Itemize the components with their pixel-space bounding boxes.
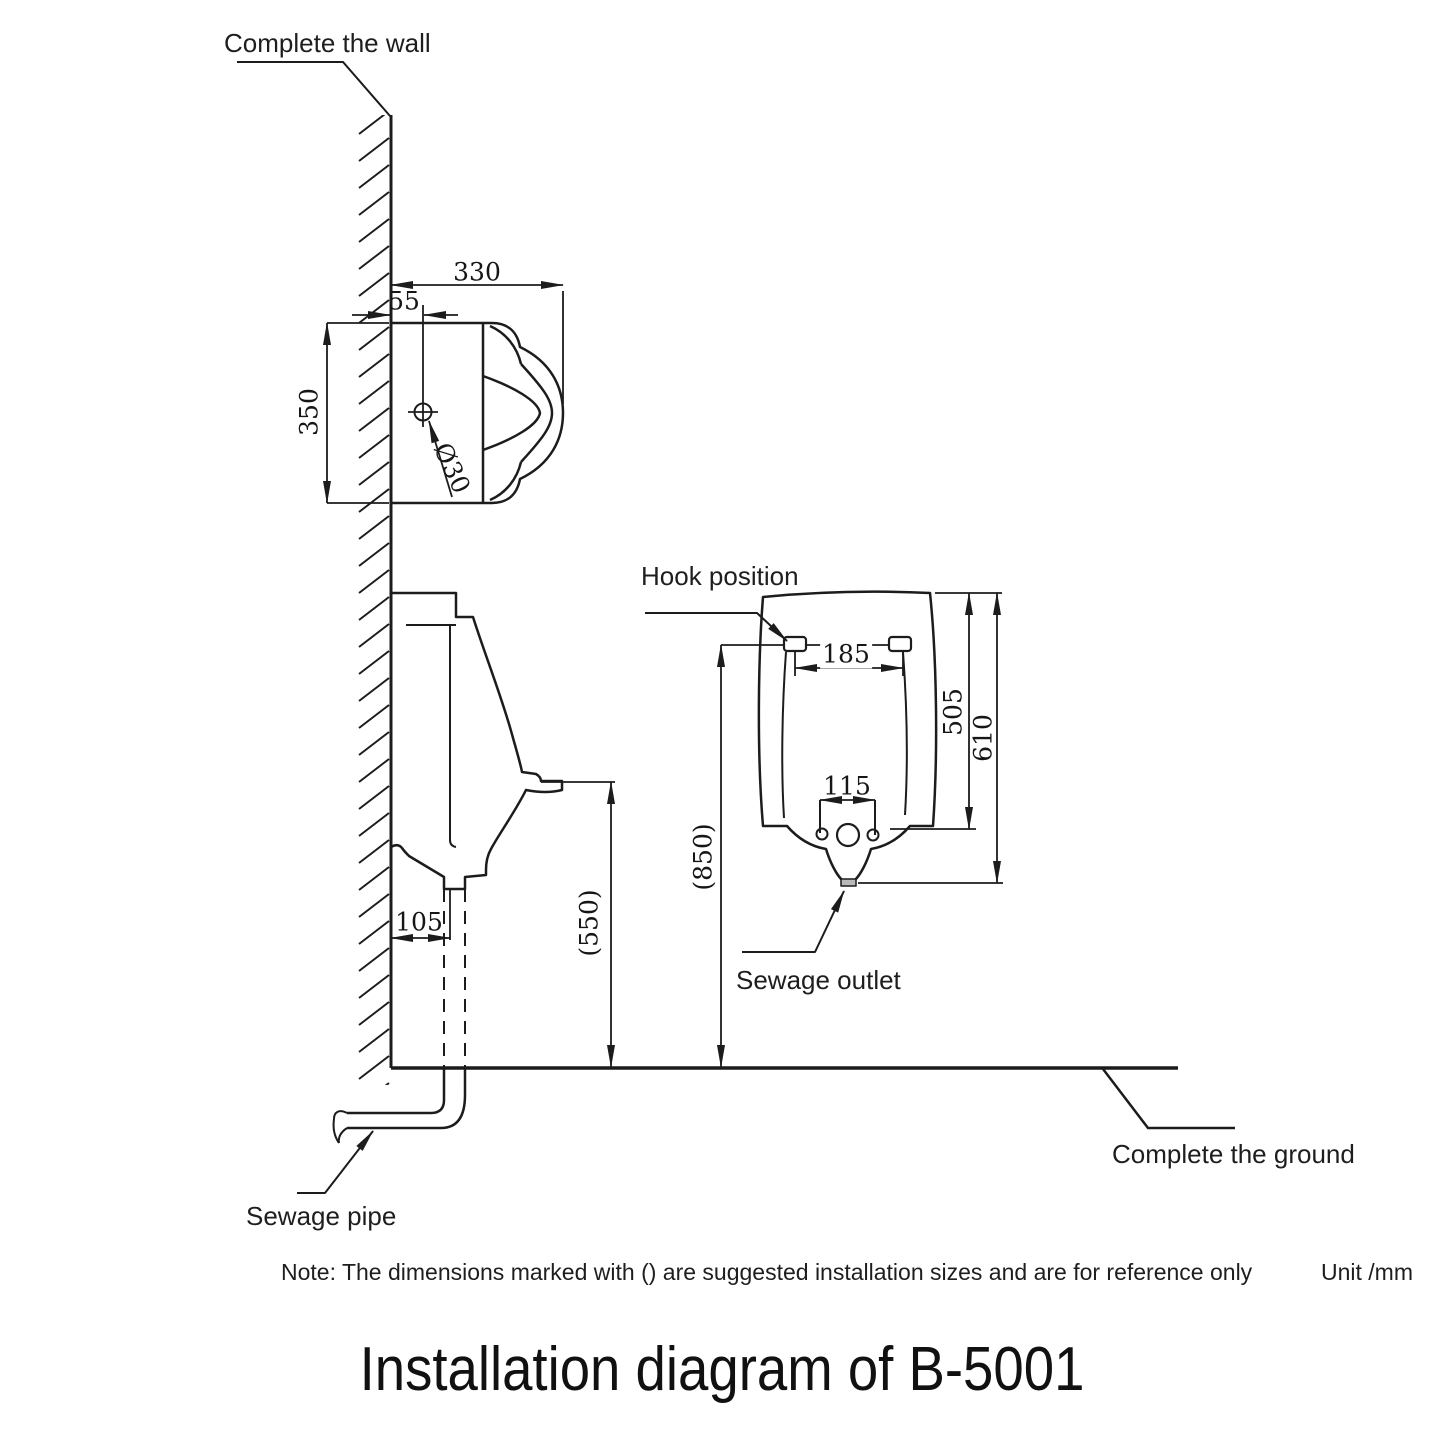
front-view-inner-left <box>781 651 787 819</box>
bracket-hole-right <box>866 828 880 842</box>
front-view-dimensions <box>717 592 1003 1068</box>
sewage-pipe-drawing <box>297 1068 467 1194</box>
dim-185-text: 185 <box>820 639 872 669</box>
side-view-outline <box>390 591 564 891</box>
front-view-drawing <box>645 590 938 953</box>
pipe-bell-end <box>332 1110 348 1144</box>
top-view-lower-lobe <box>489 461 523 502</box>
dim-610-text: 610 <box>968 714 998 762</box>
outlet-bracket-sides <box>819 800 876 835</box>
hook-right <box>887 635 913 653</box>
front-view-outline <box>757 590 938 882</box>
dim-550-text: (550) <box>574 889 604 957</box>
dim-115-text: 115 <box>823 771 871 801</box>
sewage-pipe-leader <box>297 1130 374 1194</box>
sewage-outlet-leader <box>742 890 845 953</box>
unit-label: Unit /mm <box>1321 1259 1413 1285</box>
dim-d30-leader <box>428 420 453 498</box>
side-view-drawing <box>390 591 564 1068</box>
diagram-title: Installation diagram of B-5001 <box>359 1335 1085 1404</box>
hook-left <box>782 635 808 653</box>
pipe-outer-bend <box>347 1068 467 1130</box>
dim-850-text: (850) <box>688 823 718 891</box>
top-view-bowl-opening <box>482 374 542 452</box>
reference-note: Note: The dimensions marked with () are … <box>281 1259 1253 1285</box>
sewage-pipe-label: Sewage pipe <box>246 1201 397 1231</box>
top-view-dimensions <box>323 281 564 504</box>
ground <box>391 1066 1235 1130</box>
wall <box>237 61 393 1085</box>
outlet-center-hole <box>835 822 861 848</box>
pipe-inner-bend <box>347 1068 446 1115</box>
ground-leader-line <box>1102 1068 1235 1130</box>
wall-leader-line <box>237 61 391 117</box>
top-view-drawing <box>391 305 565 505</box>
dim-330-text: 330 <box>453 257 501 287</box>
dim-105-text: 105 <box>395 907 443 937</box>
top-view-outline <box>391 321 565 505</box>
sewage-outlet-stub <box>840 878 857 887</box>
hook-position-leader <box>645 612 788 642</box>
side-view-dimensions <box>390 781 615 1068</box>
hook-position-label: Hook position <box>641 561 799 591</box>
top-view-upper-lobe <box>489 324 523 365</box>
bracket-hole-left <box>815 827 829 841</box>
complete-ground-label: Complete the ground <box>1112 1139 1355 1169</box>
front-view-inner-right <box>902 651 908 816</box>
side-view-inner-lines <box>406 624 457 848</box>
sewage-outlet-label: Sewage outlet <box>736 965 901 995</box>
wall-hatching <box>352 115 391 1085</box>
complete-wall-label: Complete the wall <box>224 28 431 58</box>
top-view-inner-rim <box>520 363 554 463</box>
dim-55-text: 55 <box>388 286 420 316</box>
dim-350-text: 350 <box>294 388 324 436</box>
dim-505-text: 505 <box>938 688 968 736</box>
